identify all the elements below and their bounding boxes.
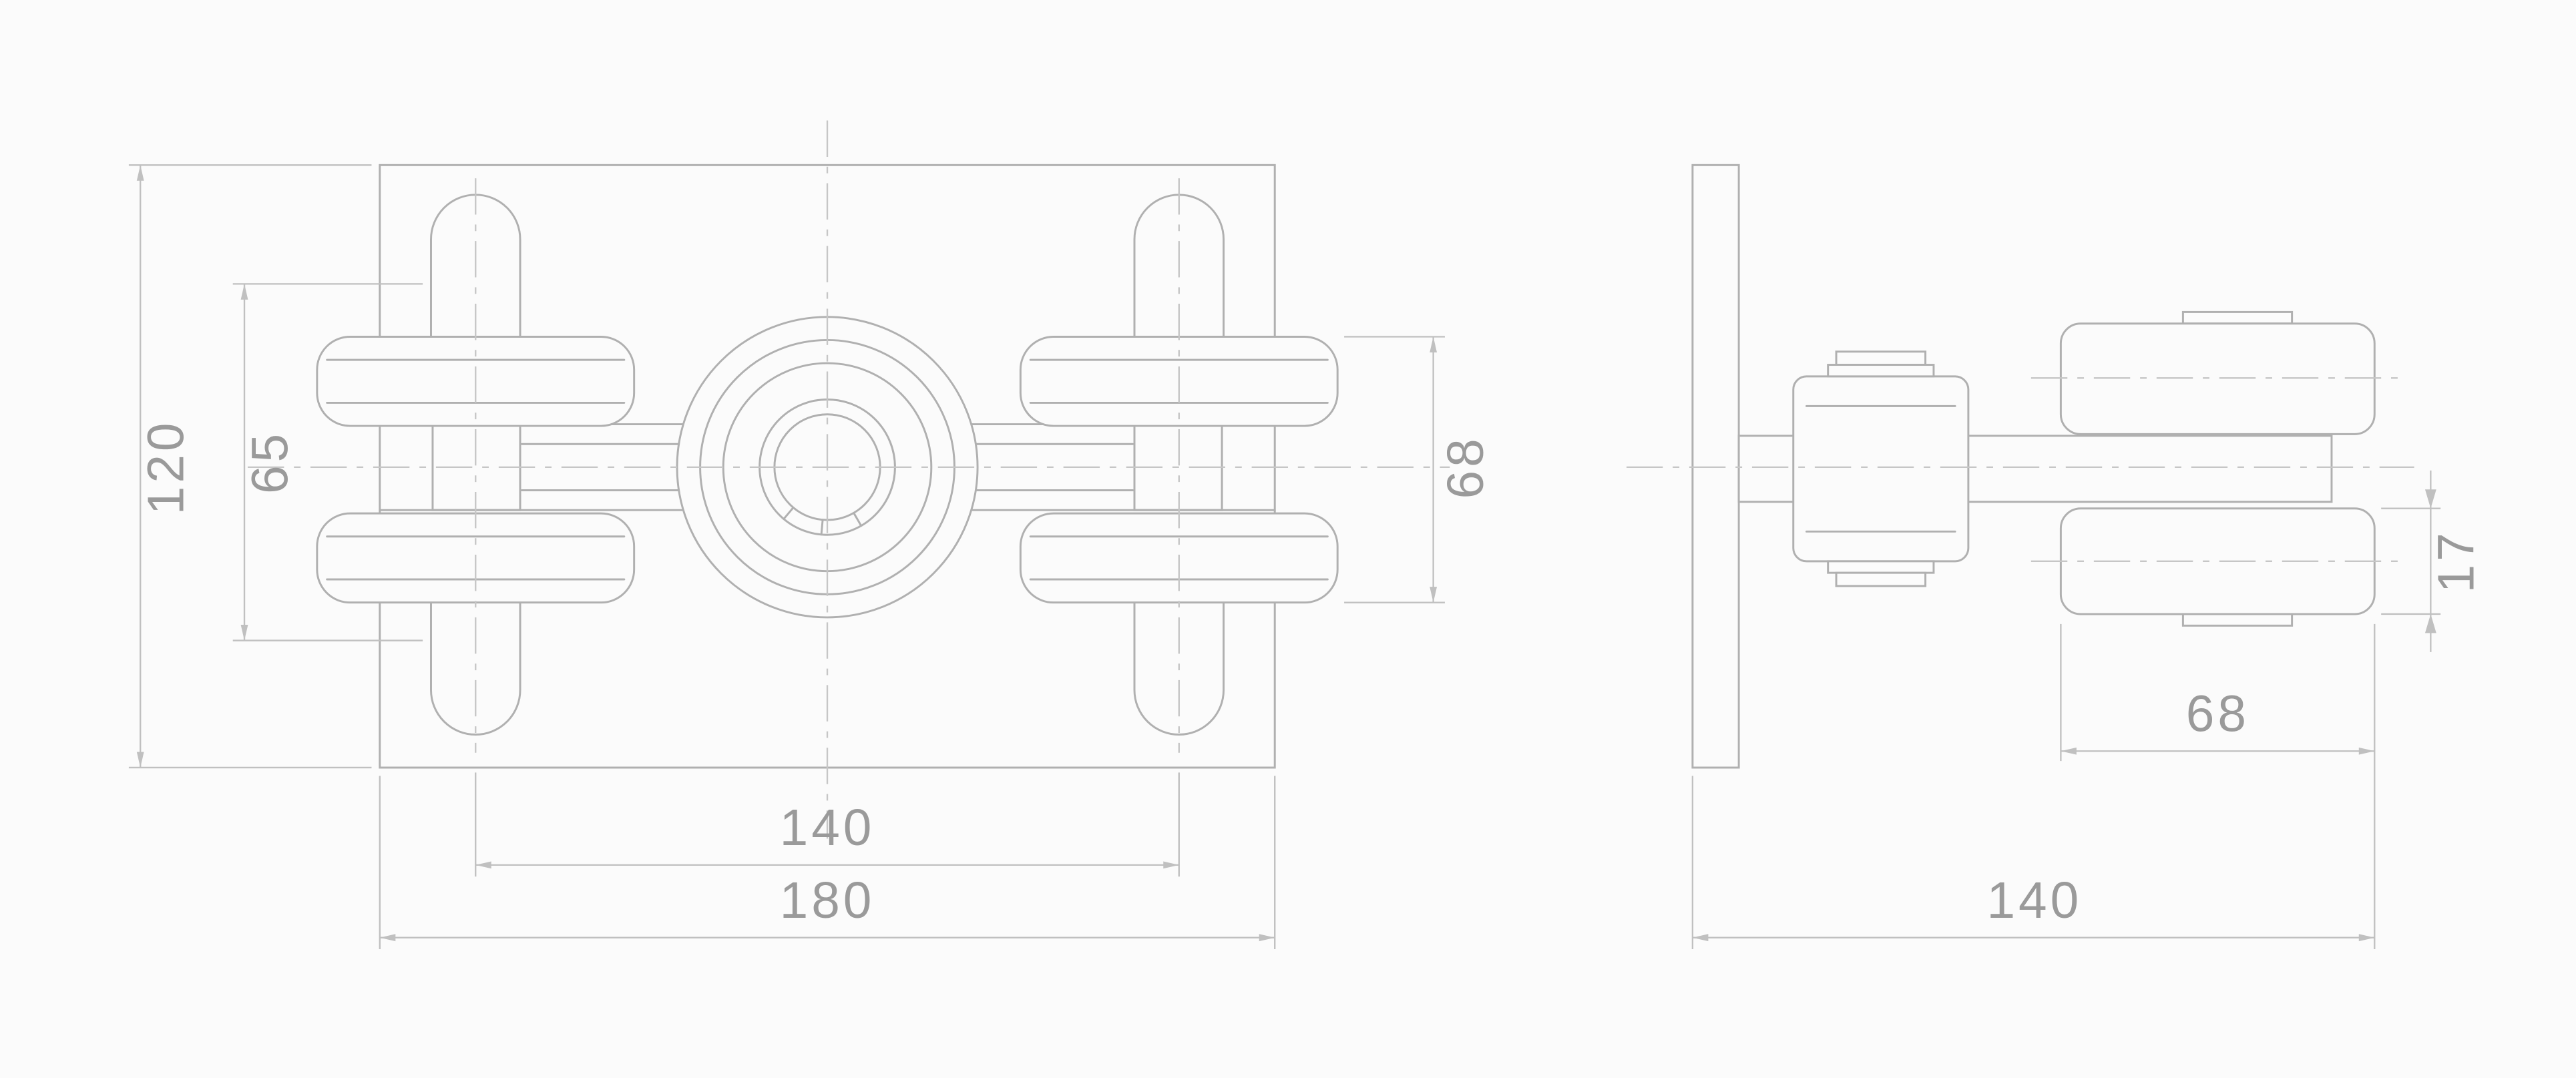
front-view — [247, 120, 1450, 839]
side-top-wheel — [2059, 322, 2376, 435]
extension-lines — [128, 164, 372, 769]
extension-lines — [475, 772, 1180, 877]
hub-bore-marks — [783, 506, 863, 536]
extension-lines — [379, 776, 1276, 950]
dim-wheel-width: 68 — [2060, 623, 2375, 762]
extension-lines — [1691, 623, 2376, 950]
extension-lines — [1344, 336, 1445, 603]
side-bottom-wheel-cap — [2181, 613, 2294, 627]
left-top-wheel-tread — [326, 358, 626, 404]
dim-label-wheel-thickness: 17 — [2428, 529, 2485, 593]
side-wheel-pair — [2059, 310, 2376, 627]
bottom-nut — [1835, 571, 1927, 587]
dim-overall-depth: 140 — [1691, 623, 2376, 950]
pin-fasteners — [1827, 350, 1935, 587]
side-centerlines — [1626, 377, 2414, 563]
dim-label-overall-depth: 140 — [1986, 872, 2082, 929]
bottom-washer — [1827, 560, 1935, 574]
side-near-roller-tread — [1805, 405, 1956, 533]
dim-plate-width: 180 — [379, 776, 1276, 950]
side-plate — [1691, 164, 1740, 769]
extension-lines — [232, 283, 423, 641]
dim-inner-height: 65 — [232, 283, 423, 641]
dim-wheel-span: 68 — [1344, 336, 1494, 603]
dim-label-wheel-width: 68 — [2186, 686, 2249, 743]
link-bars — [521, 443, 1134, 491]
front-centerlines — [247, 120, 1450, 839]
dim-label-plate-width: 180 — [780, 872, 875, 929]
side-near-roller — [1792, 375, 1970, 563]
dim-label-wheel-span: 68 — [1438, 435, 1494, 499]
dim-plate-height: 120 — [128, 164, 372, 769]
dim-label-inner-height: 65 — [242, 431, 298, 494]
dim-wheel-centers: 140 — [475, 772, 1180, 877]
dim-wheel-thickness: 17 — [2381, 470, 2485, 652]
top-washer — [1827, 364, 1935, 378]
dim-label-wheel-centers: 140 — [780, 800, 875, 856]
top-nut — [1835, 350, 1927, 366]
dim-label-plate-height: 120 — [138, 420, 195, 515]
side-view — [1626, 164, 2414, 769]
right-top-wheel-tread — [1029, 358, 1329, 404]
side-top-wheel-cap — [2181, 310, 2294, 325]
